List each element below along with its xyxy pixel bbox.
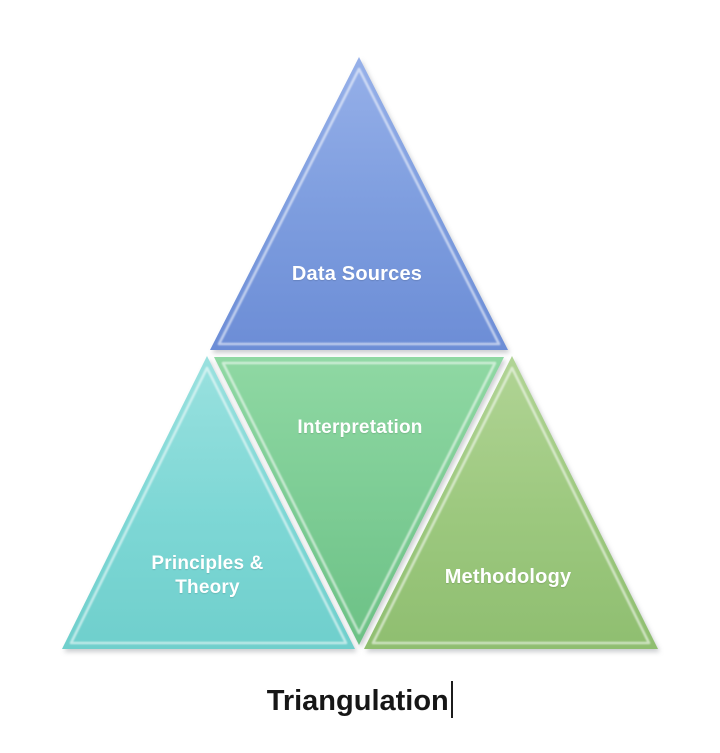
text-cursor xyxy=(450,681,454,718)
triangle-principles-theory-shape[interactable] xyxy=(62,356,355,649)
bevel-data-sources xyxy=(217,67,501,346)
bevel-principles-theory xyxy=(69,366,348,645)
bevel-interpretation xyxy=(221,361,497,635)
triangle-interpretation-shape[interactable] xyxy=(214,357,504,645)
diagram-caption[interactable]: Triangulation xyxy=(0,681,720,718)
caption-text: Triangulation xyxy=(266,685,449,717)
bevel-methodology xyxy=(371,366,651,645)
triangle-methodology-shape[interactable] xyxy=(364,356,658,649)
triangle-data-sources-shape[interactable] xyxy=(210,57,508,350)
